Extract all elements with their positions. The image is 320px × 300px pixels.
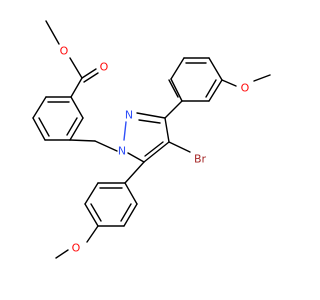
pyrazole-n2-label: N: [125, 109, 133, 122]
bond-ring-top-5-inner: [205, 79, 217, 98]
bond-ring-bot-5: [123, 203, 138, 227]
bond-benz-5: [69, 117, 84, 141]
bond-carbonyl-c-o-double: [83, 72, 99, 83]
bond-n2-c3: [136, 112, 166, 119]
bond-ring-bot-6: [124, 182, 138, 205]
bond-c4-c5-inner: [144, 141, 164, 157]
bond-c3-ring: [164, 100, 183, 119]
ester-carbonyl-o-label: O: [100, 61, 109, 74]
bond-methyl-ester: [45, 20, 60, 45]
bond-n2-c3-inner: [138, 119, 161, 124]
structure-canvas: O O N N Br O O: [32, 20, 271, 259]
bond-c5-ring: [124, 161, 145, 184]
bond-ring-top-o: [221, 79, 237, 87]
bond-ring-top-2: [170, 57, 185, 80]
molecule-structure: O O N N Br O O: [32, 20, 271, 259]
ester-single-o-label: O: [60, 45, 69, 58]
bromine-label: Br: [194, 153, 207, 166]
bond-ring-ch2: [69, 139, 96, 142]
bond-c4-br: [168, 141, 191, 153]
bond-ring-top-1-inner: [168, 79, 179, 98]
methoxy-o-bottom-label: O: [72, 242, 81, 255]
bond-ring-bot-5-inner: [120, 203, 132, 222]
methoxy-o-top-label: O: [241, 82, 250, 95]
bond-c3-c4: [164, 117, 170, 143]
bond-carbonyl-c-ring: [70, 77, 83, 98]
bond-o-methyl-top: [253, 74, 271, 82]
bond-benz-3: [32, 117, 46, 141]
bond-ring-top-5: [208, 79, 223, 102]
bond-c4-c5: [143, 141, 170, 163]
bond-carbonyl-c-o: [81, 68, 97, 79]
bond-ring-top-4: [208, 57, 223, 81]
bond-ring-bot-2: [84, 182, 99, 205]
bond-o-methyl-bot: [55, 249, 69, 259]
bond-ester-o-carbonyl-c: [69, 57, 83, 79]
bond-ring-bot-3: [84, 203, 99, 227]
bond-ring-bot-o: [86, 225, 99, 243]
bond-ring-top-1: [170, 78, 183, 102]
bond-ch2-n1: [94, 140, 118, 152]
bond-benz-5-inner: [66, 117, 78, 136]
bond-benz-2: [32, 96, 47, 119]
bond-ring-bot-3-inner: [90, 203, 102, 222]
bond-c5-n1: [127, 152, 145, 163]
pyrazole-n1-label: N: [118, 145, 126, 158]
bond-benz-6: [70, 96, 84, 119]
bond-benz-3-inner: [38, 117, 50, 137]
bond-n1-n2: [123, 121, 127, 141]
